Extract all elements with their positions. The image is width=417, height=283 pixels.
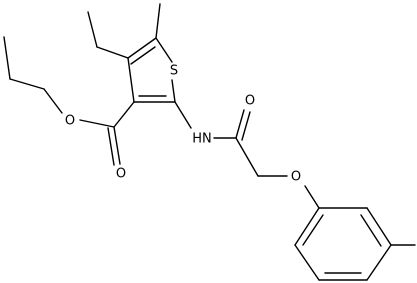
propyl-ester-group bbox=[3, 36, 135, 166]
ethyl-group bbox=[87, 11, 129, 59]
tolyl-ring bbox=[294, 207, 416, 281]
bond-ar2-ar3 bbox=[366, 207, 392, 246]
thiophene-ring bbox=[127, 37, 176, 103]
bond-ar6-ar1-double bbox=[302, 214, 324, 246]
ester-oxygen-label: O bbox=[65, 114, 75, 129]
ether-oxygen-label: O bbox=[291, 170, 301, 185]
amide-group bbox=[174, 101, 320, 209]
bond-c4-c5 bbox=[127, 37, 157, 59]
bond-o-aryl bbox=[304, 185, 320, 209]
amide-oxygen-label: O bbox=[245, 94, 255, 109]
bond-carbonyl-o-double-1 bbox=[113, 126, 121, 165]
bond-ar3-ar4 bbox=[366, 244, 392, 281]
bond-c5-s bbox=[155, 37, 173, 63]
bond-c4-c5-double bbox=[130, 46, 156, 65]
ester-carbonyl-oxygen-label: O bbox=[116, 167, 126, 182]
bond-amide-o-double-2 bbox=[241, 111, 251, 141]
amide-nitrogen-label: HN bbox=[192, 132, 212, 147]
bond-carbonyl-ch2 bbox=[235, 137, 259, 177]
bond-ar2-ar3-double bbox=[360, 214, 382, 247]
bond-propyl-3 bbox=[3, 36, 11, 80]
bond-c3-carbonyl bbox=[113, 101, 135, 128]
bond-ethyl-2 bbox=[87, 11, 98, 48]
bond-s-c2 bbox=[171, 79, 176, 103]
bond-c2-n bbox=[174, 101, 192, 129]
bond-carbonyl-o-double-2 bbox=[107, 127, 115, 166]
bond-o-propyl-1 bbox=[43, 88, 63, 114]
bond-methyl bbox=[155, 3, 161, 39]
bond-amide-o-double-1 bbox=[235, 109, 245, 139]
atom-labels: S HN O O O O bbox=[65, 64, 301, 185]
bond-ethyl-1 bbox=[96, 46, 129, 59]
bond-ar5-ar6 bbox=[294, 244, 320, 281]
bond-c3-c4 bbox=[127, 57, 135, 103]
bond-carbonyl-o-single bbox=[79, 119, 115, 128]
bond-propyl-2 bbox=[9, 78, 45, 90]
bond-ar6-ar1 bbox=[294, 207, 320, 246]
sulfur-label: S bbox=[170, 64, 178, 79]
